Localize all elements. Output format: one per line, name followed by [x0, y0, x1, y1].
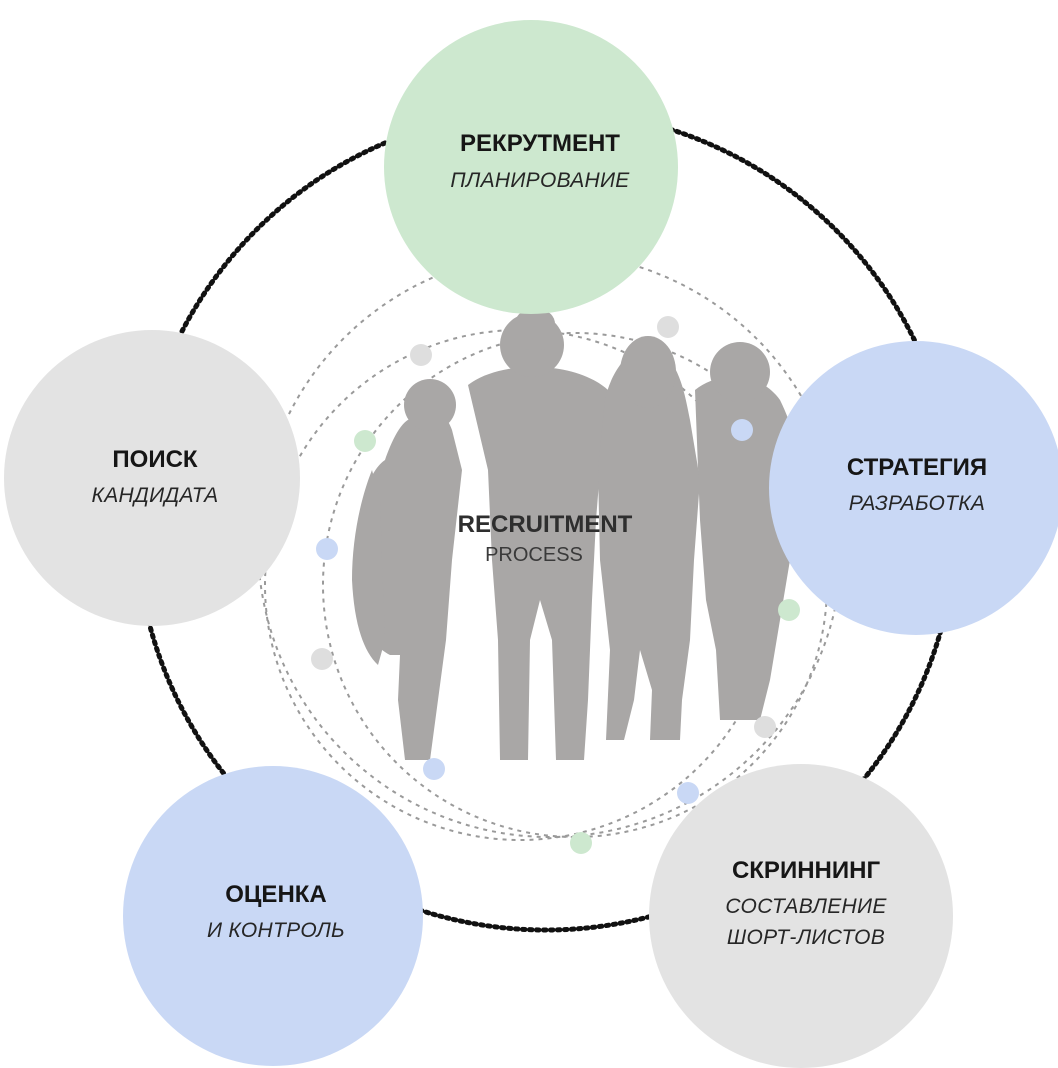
node-dot-gray: [311, 648, 333, 670]
stage-strategy-development: СТРАТЕГИЯ РАЗРАБОТКА: [769, 341, 1058, 635]
stage-subtitle: КАНДИДАТА: [92, 484, 219, 507]
stage-subtitle: И КОНТРОЛЬ: [207, 919, 345, 942]
stage-subtitle: ПЛАНИРОВАНИЕ: [450, 169, 630, 192]
stage-subtitle: РАЗРАБОТКА: [849, 492, 985, 515]
node-dot-green: [354, 430, 376, 452]
people-silhouette: [352, 310, 802, 760]
node-dot-blue: [731, 419, 753, 441]
stage-screening-shortlists: СКРИННИНГ СОСТАВЛЕНИЕ ШОРТ-ЛИСТОВ: [649, 764, 953, 1068]
stage-subtitle: СОСТАВЛЕНИЕ: [725, 895, 887, 918]
node-dot-gray: [657, 316, 679, 338]
stage-circle: [384, 20, 678, 314]
stage-title: СТРАТЕГИЯ: [847, 454, 987, 481]
stage-title: РЕКРУТМЕНТ: [460, 130, 620, 157]
stage-recruitment-planning: РЕКРУТМЕНТ ПЛАНИРОВАНИЕ: [384, 20, 678, 314]
node-dot-green: [570, 832, 592, 854]
center-subtitle: PROCESS: [485, 544, 583, 566]
stage-circle: [123, 766, 423, 1066]
center-title: RECRUITMENT: [458, 511, 633, 538]
node-dot-blue: [677, 782, 699, 804]
stage-title: СКРИННИНГ: [732, 857, 880, 884]
node-dot-gray: [754, 716, 776, 738]
stage-circle: [4, 330, 300, 626]
stage-title: ОЦЕНКА: [225, 881, 327, 908]
node-dot-green: [778, 599, 800, 621]
stage-subtitle: ШОРТ-ЛИСТОВ: [727, 926, 885, 949]
stage-candidate-search: ПОИСК КАНДИДАТА: [4, 330, 300, 626]
stage-evaluation-control: ОЦЕНКА И КОНТРОЛЬ: [123, 766, 423, 1066]
stage-title: ПОИСК: [112, 446, 198, 473]
stage-circle: [649, 764, 953, 1068]
node-dot-gray: [410, 344, 432, 366]
node-dot-blue: [423, 758, 445, 780]
stage-circle: [769, 341, 1058, 635]
node-dot-blue: [316, 538, 338, 560]
